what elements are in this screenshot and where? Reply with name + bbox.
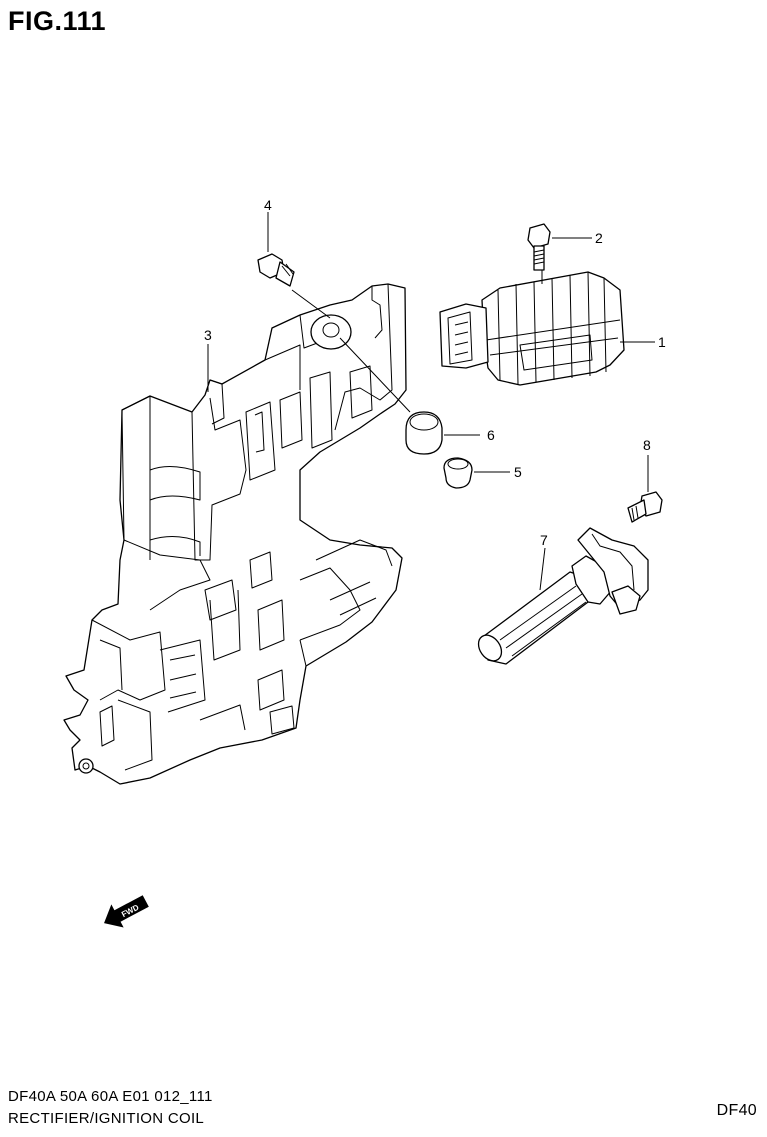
- fwd-arrow-icon: FWD: [104, 895, 149, 928]
- callout-6: 6: [487, 427, 495, 443]
- ignition-coil-part-7: [477, 527, 649, 665]
- callout-2: 2: [595, 230, 603, 246]
- callout-7: 7: [540, 532, 548, 548]
- diagram-code: DF40A 50A 60A E01 012_111: [8, 1088, 213, 1105]
- callout-labels: 1 2 3 4 5 6 7 8: [204, 197, 666, 548]
- collar-part-5: [443, 457, 473, 489]
- callout-1: 1: [658, 334, 666, 350]
- figure-title: FIG.111: [8, 6, 107, 36]
- bracket-part-3: [63, 283, 407, 785]
- bolt-part-2: [527, 223, 551, 271]
- callout-8: 8: [643, 437, 651, 453]
- diagram-name: RECTIFIER/IGNITION COIL: [8, 1110, 205, 1127]
- callout-4: 4: [264, 197, 272, 213]
- bolt-part-4: [257, 253, 295, 287]
- callout-3: 3: [204, 327, 212, 343]
- callout-5: 5: [514, 464, 522, 480]
- rectifier-part-1: [439, 271, 625, 386]
- leader-lines: [207, 212, 655, 591]
- bolt-part-8: [627, 491, 663, 523]
- model-label: DF40: [716, 1102, 757, 1119]
- grommet-part-6: [405, 411, 443, 455]
